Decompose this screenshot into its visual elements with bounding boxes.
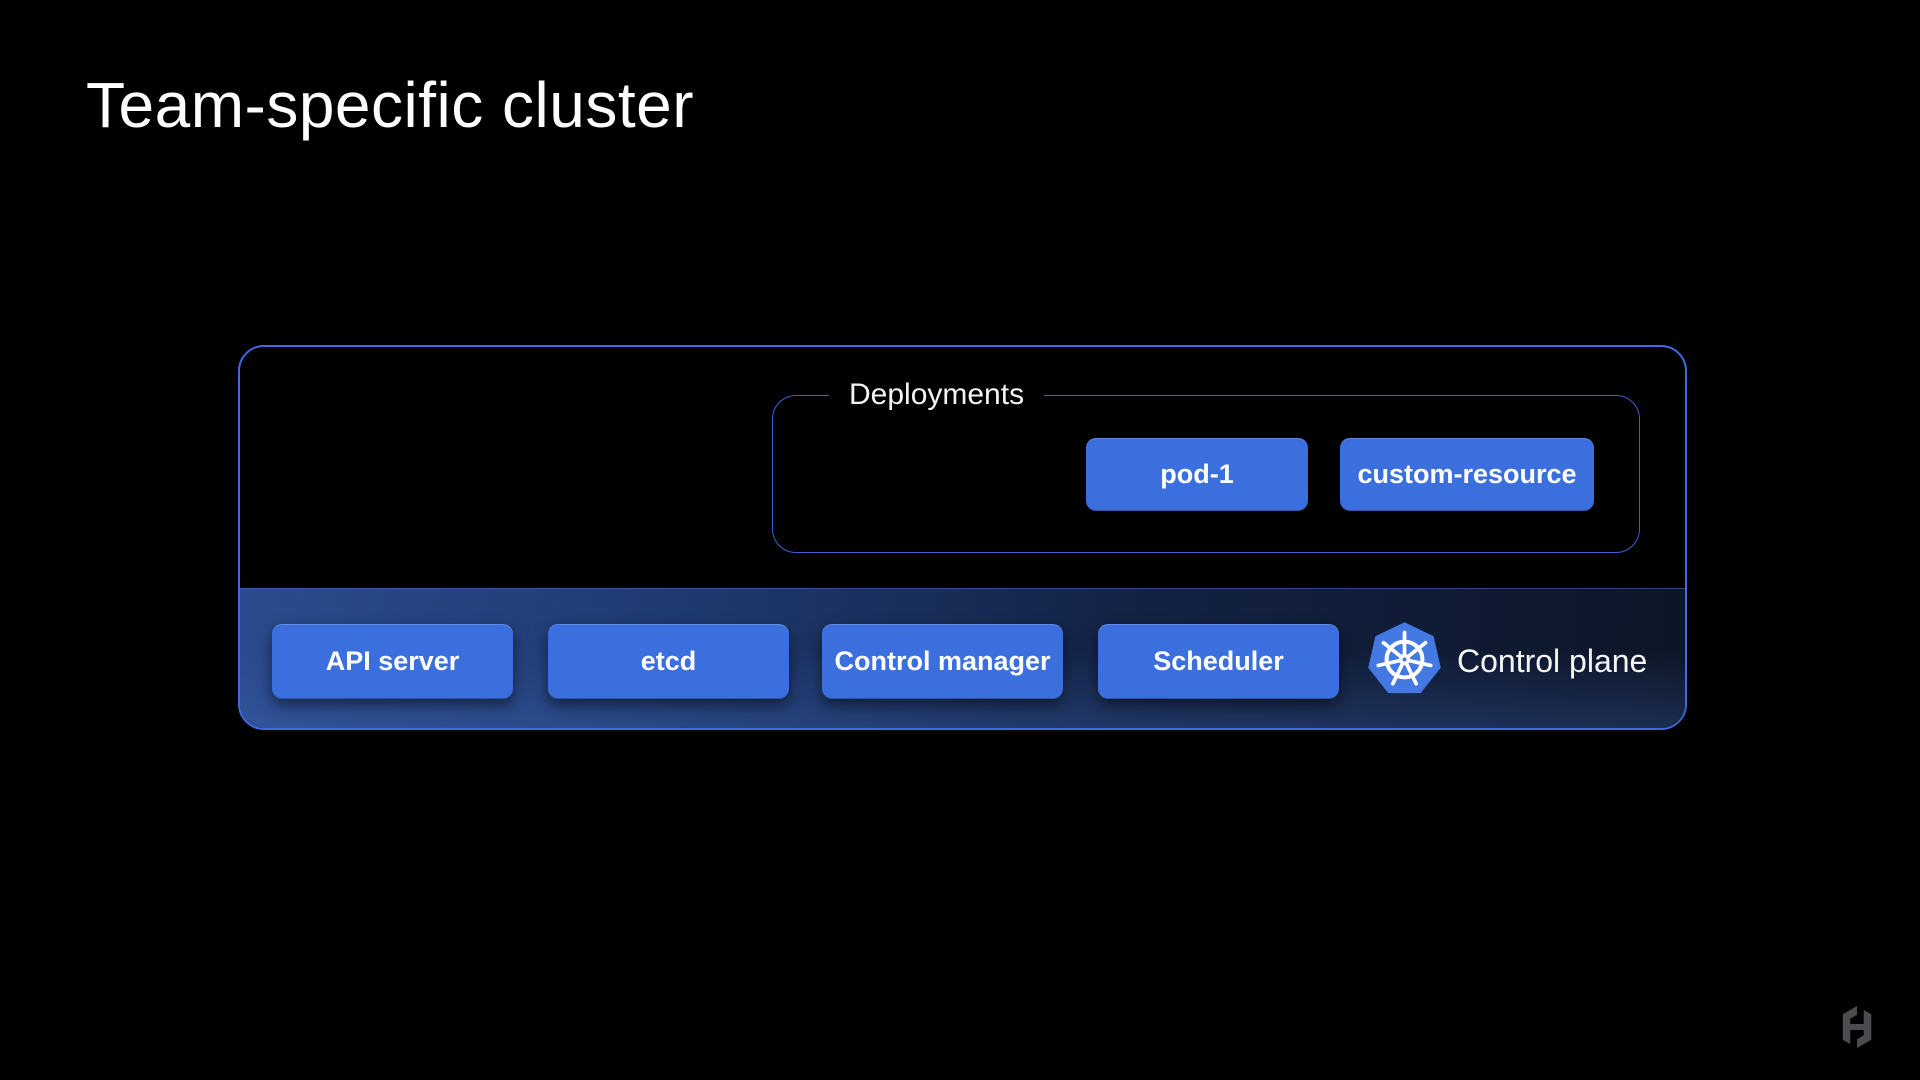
control-plane-label: Control plane [1457, 643, 1648, 679]
slide-title: Team-specific cluster [86, 69, 694, 141]
node-custom-resource: custom-resource [1340, 438, 1594, 511]
node-control-manager: Control manager [822, 624, 1063, 699]
deployments-label: Deployments [829, 376, 1045, 414]
node-scheduler: Scheduler [1098, 624, 1339, 699]
node-etcd: etcd [548, 624, 789, 699]
node-pod-1: pod-1 [1086, 438, 1308, 511]
control-plane-bar: API server etcd Control manager Schedule… [240, 588, 1685, 728]
node-api-server: API server [272, 624, 513, 699]
kubernetes-icon [1368, 622, 1441, 694]
cluster-boundary: Deployments pod-1 custom-resource API se… [238, 345, 1687, 730]
deployments-group: Deployments pod-1 custom-resource [772, 376, 1640, 553]
hashicorp-logo-icon [1842, 1006, 1872, 1048]
